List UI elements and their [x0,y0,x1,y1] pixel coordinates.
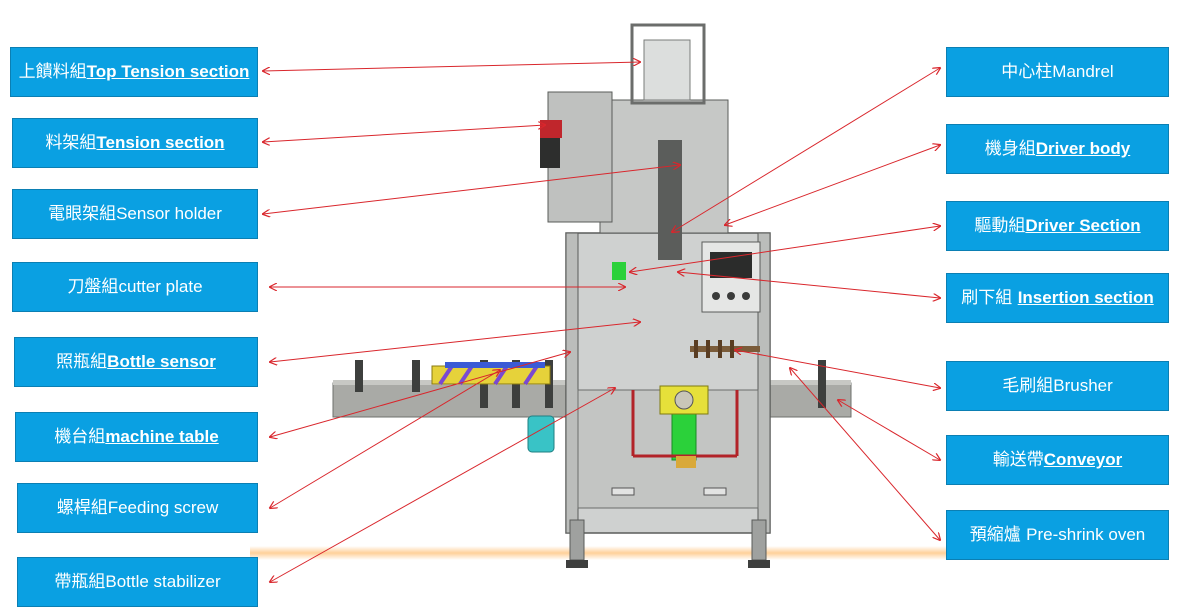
label-en: Top Tension section [86,62,250,81]
label-brusher: 毛刷組Brusher [946,361,1169,411]
label-bottle-sensor: 照瓶組Bottle sensor [14,337,258,387]
frame-left-leg [565,232,579,534]
label-en: cutter plate [118,277,203,296]
label-en: Driver body [1035,139,1131,158]
tension-motor [540,138,560,168]
label-sensor-holder: 電眼架組Sensor holder [12,189,258,239]
tension-roller [540,120,562,138]
label-mandrel: 中心柱Mandrel [946,47,1169,97]
label-machine-table: 機台組machine table [15,412,258,462]
label-zh: 中心柱 [1001,62,1053,82]
drive-gear [674,390,694,410]
label-zh: 電眼架組 [48,204,117,224]
label-driver-section: 驅動組Driver Section [946,201,1169,251]
label-en: Driver Section [1025,216,1141,235]
label-zh: 料架組 [45,133,97,153]
label-en: Brusher [1053,376,1113,395]
leg-right [751,519,767,561]
label-driver-body: 機身組Driver body [946,124,1169,174]
foot-right [748,560,770,568]
label-zh: 預縮爐 [969,525,1027,545]
label-zh: 機台組 [54,427,106,447]
label-en: Tension section [96,133,225,152]
label-zh: 照瓶組 [56,352,108,372]
label-zh: 機身組 [984,139,1036,159]
leg-left [569,519,585,561]
control-buttons [712,292,750,300]
label-en: Pre-shrink oven [1026,525,1146,544]
label-zh: 輸送帶 [992,450,1044,470]
green-part-lower [671,409,697,461]
label-top-tension-section: 上饋料組Top Tension section [10,47,258,97]
label-zh: 上饋料組 [18,62,87,82]
label-en: Conveyor [1043,450,1123,469]
mandrel-column [658,140,682,260]
label-pre-shrink-oven: 預縮爐 Pre-shrink oven [946,510,1169,560]
gold-block [676,456,696,468]
label-tension-section: 料架組Tension section [12,118,258,168]
brusher-bristles [694,340,734,358]
label-insertion-section: 刷下組 Insertion section [946,273,1169,323]
handle-left [611,487,635,496]
label-conveyor: 輸送帶Conveyor [946,435,1169,485]
label-en: machine table [105,427,219,446]
label-en: Sensor holder [116,204,222,223]
control-screen [710,252,752,278]
label-zh: 帶瓶組 [54,572,106,592]
label-en: Insertion section [1017,288,1154,307]
label-zh: 刀盤組 [67,277,119,297]
label-zh: 驅動組 [974,216,1026,236]
foot-left [566,560,588,568]
label-en: Bottle sensor [107,352,216,371]
screw-guide [445,362,545,368]
label-en: Mandrel [1052,62,1114,81]
label-zh: 螺桿組 [56,498,108,518]
top-tension-inner [643,39,691,101]
label-en: Feeding screw [107,498,219,517]
label-feeding-screw: 螺桿組Feeding screw [17,483,258,533]
label-zh: 毛刷組 [1002,376,1054,396]
green-part-upper [612,262,626,280]
teal-cylinder [527,415,555,453]
label-en: Bottle stabilizer [105,572,221,591]
label-zh: 刷下組 [961,288,1018,308]
brusher-bar [690,346,760,352]
label-bottle-stabilizer: 帶瓶組Bottle stabilizer [17,557,258,607]
label-cutter-plate: 刀盤組cutter plate [12,262,258,312]
handle-right [703,487,727,496]
